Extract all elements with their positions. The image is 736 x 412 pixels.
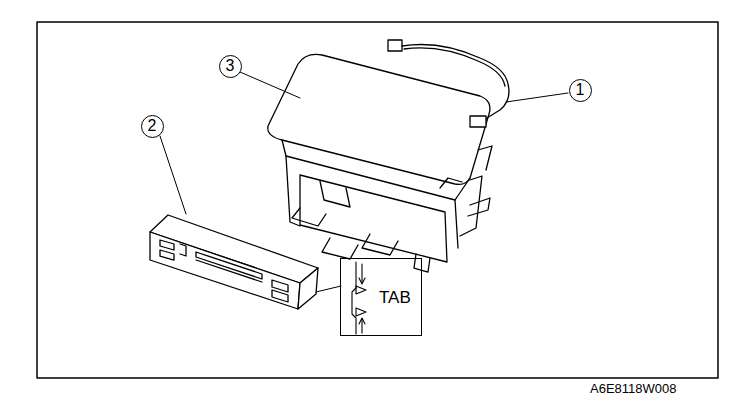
- figure-code: A6E8118W008: [590, 381, 677, 396]
- part-label: TAB: [379, 289, 411, 306]
- callout-circle: 3: [219, 55, 242, 78]
- callout-number: 1: [576, 82, 585, 98]
- frame: [37, 22, 718, 378]
- tab-detail: [352, 262, 366, 334]
- callout-circle: 2: [141, 115, 164, 138]
- leader-line: [160, 72, 568, 214]
- callout-circle: 1: [569, 79, 592, 102]
- unit-housing: [268, 54, 492, 272]
- wire-harness: [388, 40, 509, 127]
- control-panel: [150, 215, 341, 309]
- detail-inset: TAB: [340, 258, 422, 336]
- callout-number: 2: [148, 118, 157, 134]
- callout-number: 3: [226, 58, 235, 74]
